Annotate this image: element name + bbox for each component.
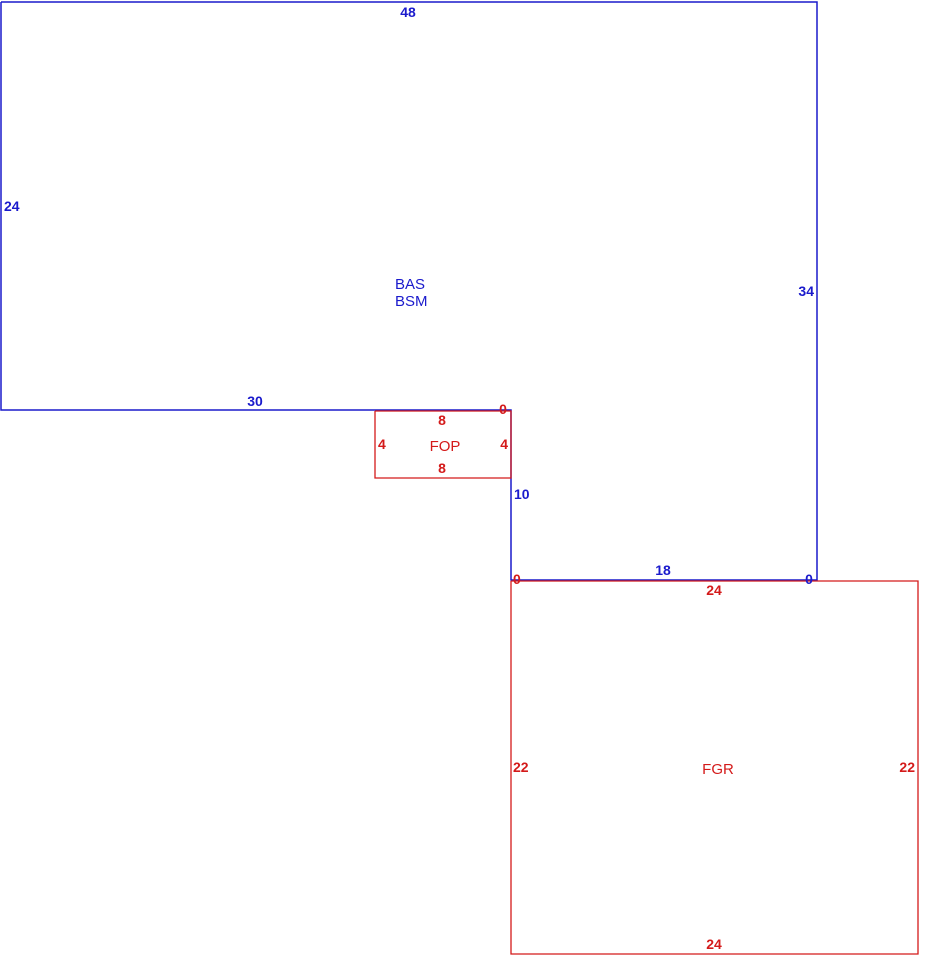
garage-dim-left: 22 xyxy=(513,759,529,775)
garage-dim-top: 24 xyxy=(706,582,722,598)
main-dim-zero-b: 0 xyxy=(805,571,813,587)
porch-dim-right: 4 xyxy=(500,436,508,452)
garage-dim-zero: 0 xyxy=(513,571,521,587)
main-dim-right: 34 xyxy=(798,283,814,299)
main-area-outline xyxy=(0,1,818,581)
porch-outline xyxy=(374,410,512,479)
garage-dim-right: 22 xyxy=(899,759,915,775)
main-dim-zero-a: 0 xyxy=(499,401,507,417)
main-dim-step: 10 xyxy=(514,486,530,502)
porch-dim-top: 8 xyxy=(438,412,446,428)
main-dim-left: 24 xyxy=(4,198,20,214)
porch-dim-bottom: 8 xyxy=(438,460,446,476)
main-area-code-1: BAS xyxy=(395,276,425,293)
porch-dim-left: 4 xyxy=(378,436,386,452)
garage-outline xyxy=(510,580,919,955)
main-dim-lower-left: 30 xyxy=(247,393,263,409)
main-dim-top: 48 xyxy=(400,4,416,20)
porch-code: FOP xyxy=(430,438,461,455)
main-area-code-2: BSM xyxy=(395,293,428,310)
garage-code: FGR xyxy=(702,761,734,778)
garage-dim-bottom: 24 xyxy=(706,936,722,952)
main-dim-lower-right: 18 xyxy=(655,562,671,578)
